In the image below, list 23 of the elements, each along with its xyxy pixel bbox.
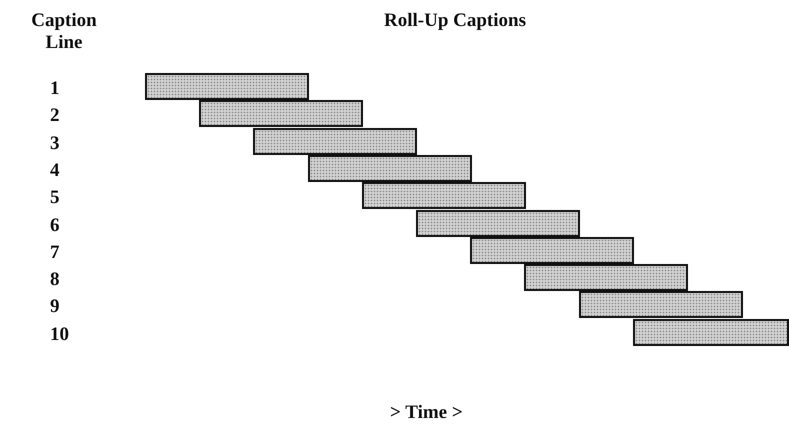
row-number: 3	[50, 132, 60, 155]
row-number: 5	[50, 187, 60, 210]
row-number: 2	[50, 105, 60, 128]
row-number: 8	[50, 269, 60, 292]
chart-title: Roll-Up Captions	[383, 10, 527, 32]
timeline-bar	[416, 210, 580, 236]
row-number: 1	[50, 78, 60, 100]
row-number: 7	[50, 242, 60, 264]
timeline-bar	[308, 154, 472, 182]
row-number: 4	[50, 160, 60, 182]
timeline-bar	[524, 264, 688, 292]
column-heading: Caption Line	[30, 10, 98, 54]
row-number: 6	[50, 214, 60, 236]
timeline-bar	[470, 236, 634, 264]
axis-label: > Time >	[390, 402, 463, 424]
timeline-bar	[578, 291, 743, 318]
row-number: 9	[50, 296, 60, 318]
timeline-bar	[199, 100, 364, 128]
timeline-bar	[145, 73, 309, 100]
timeline-bar	[632, 318, 789, 346]
row-number: 10	[50, 324, 69, 346]
timeline-bar	[362, 182, 526, 210]
timeline-bar	[253, 128, 418, 155]
